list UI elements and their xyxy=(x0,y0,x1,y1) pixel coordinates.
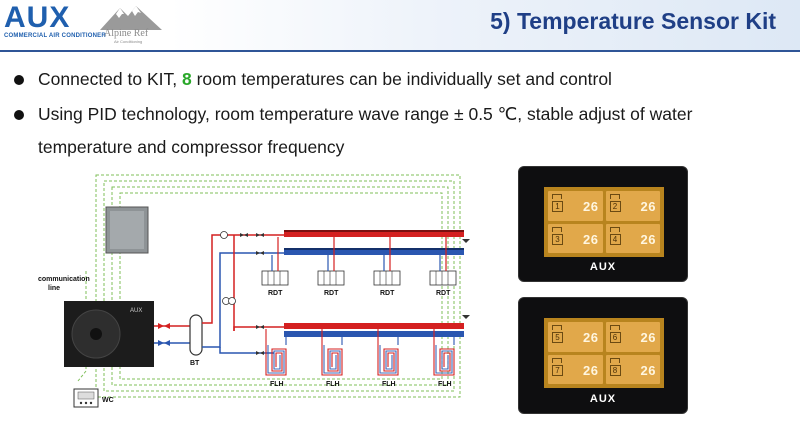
zone-number: 7 xyxy=(552,364,563,376)
controller-screen: 5 26 6 26 7 26 8 26 xyxy=(544,318,664,388)
mountain-icon xyxy=(100,6,162,30)
flh-label: FLH xyxy=(326,381,340,388)
zone-icon xyxy=(609,325,620,330)
wired-controller xyxy=(73,388,99,408)
zone-number: 3 xyxy=(552,233,563,245)
system-diagram: AUX communication line WC BT xyxy=(34,171,470,417)
flh-label: FLH xyxy=(438,381,452,388)
bullet-dot xyxy=(14,110,24,120)
heat-pump-unit: AUX xyxy=(64,301,154,367)
zone-temperature: 26 xyxy=(583,199,599,214)
zone-tile[interactable]: 5 26 xyxy=(548,322,603,352)
zone-icon xyxy=(552,194,562,199)
controller-box xyxy=(105,206,149,254)
zone-temperature: 26 xyxy=(583,330,599,345)
buffer-tank xyxy=(189,314,203,356)
zone-number: 1 xyxy=(552,201,563,212)
rdt-label: RDT xyxy=(436,290,451,297)
aux-logo: AUX COMMERCIAL AIR CONDITIONER xyxy=(4,1,106,40)
zone-temperature: 26 xyxy=(640,330,656,345)
bt-label: BT xyxy=(190,360,200,367)
room-controller-panel: 1 26 2 26 3 26 4 26 AUX xyxy=(518,166,688,282)
flh-label: FLH xyxy=(382,381,396,388)
lower-manifold xyxy=(284,323,464,337)
zone-tile[interactable]: 3 26 xyxy=(548,223,603,253)
communication-label-line: line xyxy=(48,285,60,292)
zone-tile[interactable]: 4 26 xyxy=(605,223,660,253)
header-divider xyxy=(0,50,800,52)
bullet-text: Connected to KIT, 8 room temperatures ca… xyxy=(38,69,612,89)
zone-temperature: 26 xyxy=(583,231,599,247)
slide-header: AUX COMMERCIAL AIR CONDITIONER Alpine Re… xyxy=(0,0,800,50)
zone-temperature: 26 xyxy=(583,362,599,378)
valve-icon xyxy=(158,323,170,346)
zone-icon xyxy=(609,226,620,232)
zone-icon xyxy=(552,226,562,232)
panel-brand: AUX xyxy=(589,261,617,273)
rdt-label: RDT xyxy=(380,290,395,297)
zone-tile[interactable]: 1 26 xyxy=(548,191,603,221)
alpine-ref-name: Alpine Ref xyxy=(104,28,149,39)
zone-tile[interactable]: 8 26 xyxy=(605,354,660,384)
flh-label: FLH xyxy=(270,381,284,388)
zone-number: 5 xyxy=(552,332,563,343)
zone-number: 6 xyxy=(609,332,621,343)
zone-icon xyxy=(552,325,562,330)
radiator-group xyxy=(261,237,457,286)
room-controller-panel: 5 26 6 26 7 26 8 26 AUX xyxy=(518,297,688,414)
zone-icon xyxy=(609,194,620,199)
alpine-ref-tagline: Air Conditioning xyxy=(114,39,143,44)
zone-number: 2 xyxy=(609,201,621,212)
zone-number: 4 xyxy=(609,233,621,245)
rdt-label: RDT xyxy=(268,290,283,297)
bullet-dot xyxy=(14,75,24,85)
page-title: 5) Temperature Sensor Kit xyxy=(490,8,776,34)
wc-label: WC xyxy=(102,397,114,404)
piping-schematic: AUX communication line WC BT xyxy=(38,174,470,408)
zone-temperature: 26 xyxy=(640,199,656,214)
floor-heating-group xyxy=(265,329,455,376)
zone-tile[interactable]: 6 26 xyxy=(605,322,660,352)
zone-tile[interactable]: 7 26 xyxy=(548,354,603,384)
bullet-text-continued: temperature and compressor frequency xyxy=(38,137,345,157)
aux-logo-word: AUX xyxy=(4,1,71,34)
zone-icon xyxy=(552,357,562,363)
panel-brand: AUX xyxy=(589,393,617,405)
rdt-label: RDT xyxy=(324,290,339,297)
zone-tile[interactable]: 2 26 xyxy=(605,191,660,221)
svg-text:AUX: AUX xyxy=(130,308,142,314)
zone-number: 8 xyxy=(609,364,621,376)
title-bar: 5) Temperature Sensor Kit xyxy=(170,0,800,50)
alpine-ref-logo: Alpine Ref Air Conditioning xyxy=(98,2,164,46)
main-pipes xyxy=(154,325,190,344)
bullet-text: Using PID technology, room temperature w… xyxy=(38,104,693,124)
room-count-highlight: 8 xyxy=(181,69,192,89)
controller-screen: 1 26 2 26 3 26 4 26 xyxy=(544,187,664,257)
zone-icon xyxy=(609,357,620,363)
zone-temperature: 26 xyxy=(640,362,656,378)
zone-valve-icon xyxy=(240,233,470,355)
pump-icon xyxy=(220,231,236,305)
upper-manifold xyxy=(284,230,464,255)
aux-logo-subtitle: COMMERCIAL AIR CONDITIONER xyxy=(4,33,106,39)
zone-temperature: 26 xyxy=(640,231,656,247)
communication-label: communication xyxy=(38,276,90,283)
